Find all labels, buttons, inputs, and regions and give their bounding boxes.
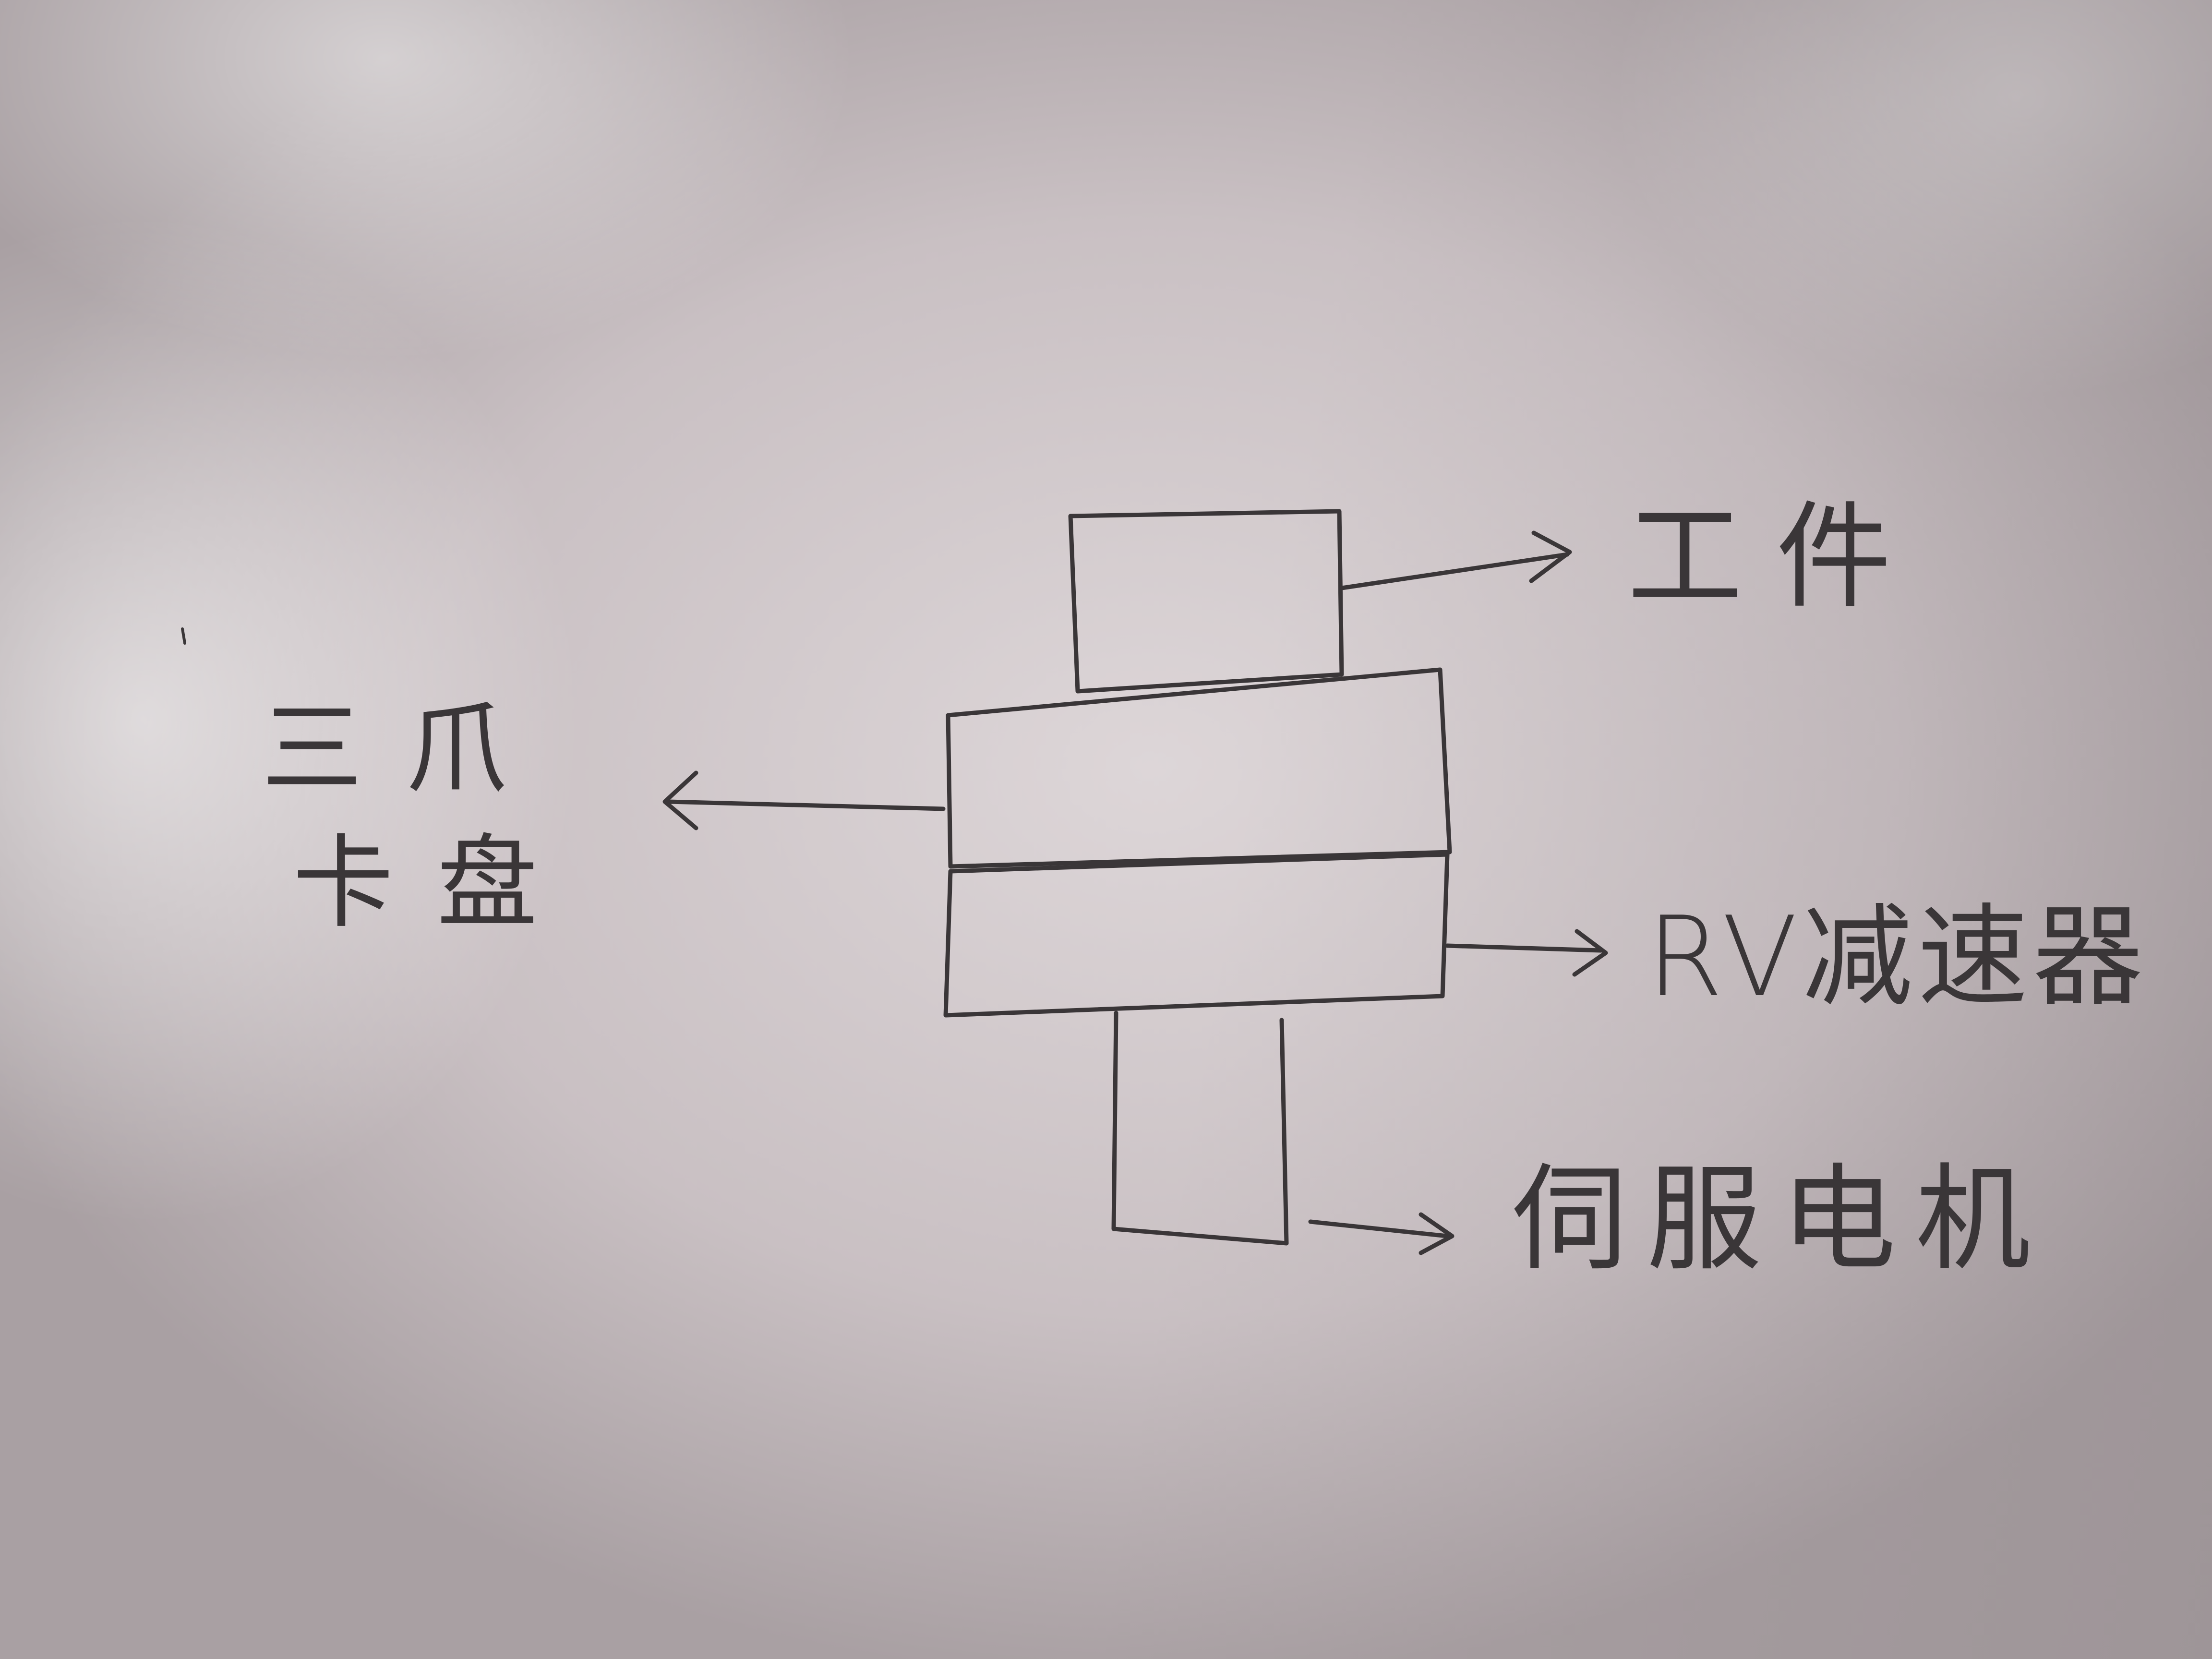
chuck-arrow — [662, 770, 946, 830]
chuck-label-line2: 卡盘 — [293, 824, 581, 942]
servo-motor-arrow — [1308, 1212, 1455, 1255]
servo-motor-label: 伺服电机 — [1512, 1152, 2050, 1286]
workpiece-arrow — [1339, 530, 1572, 590]
chuck-label-line1: 三爪 — [262, 690, 550, 807]
servo-motor-block — [1111, 1010, 1289, 1246]
rv-reducer-block — [943, 852, 1450, 1018]
workpiece-label: 工件 — [1627, 490, 1925, 624]
chuck-block — [946, 667, 1452, 869]
workpiece-block — [1068, 509, 1344, 694]
stray-mark — [181, 627, 186, 645]
rv-reducer-arrow — [1445, 929, 1608, 977]
rv-reducer-label: RV减速器 — [1647, 893, 2148, 1022]
